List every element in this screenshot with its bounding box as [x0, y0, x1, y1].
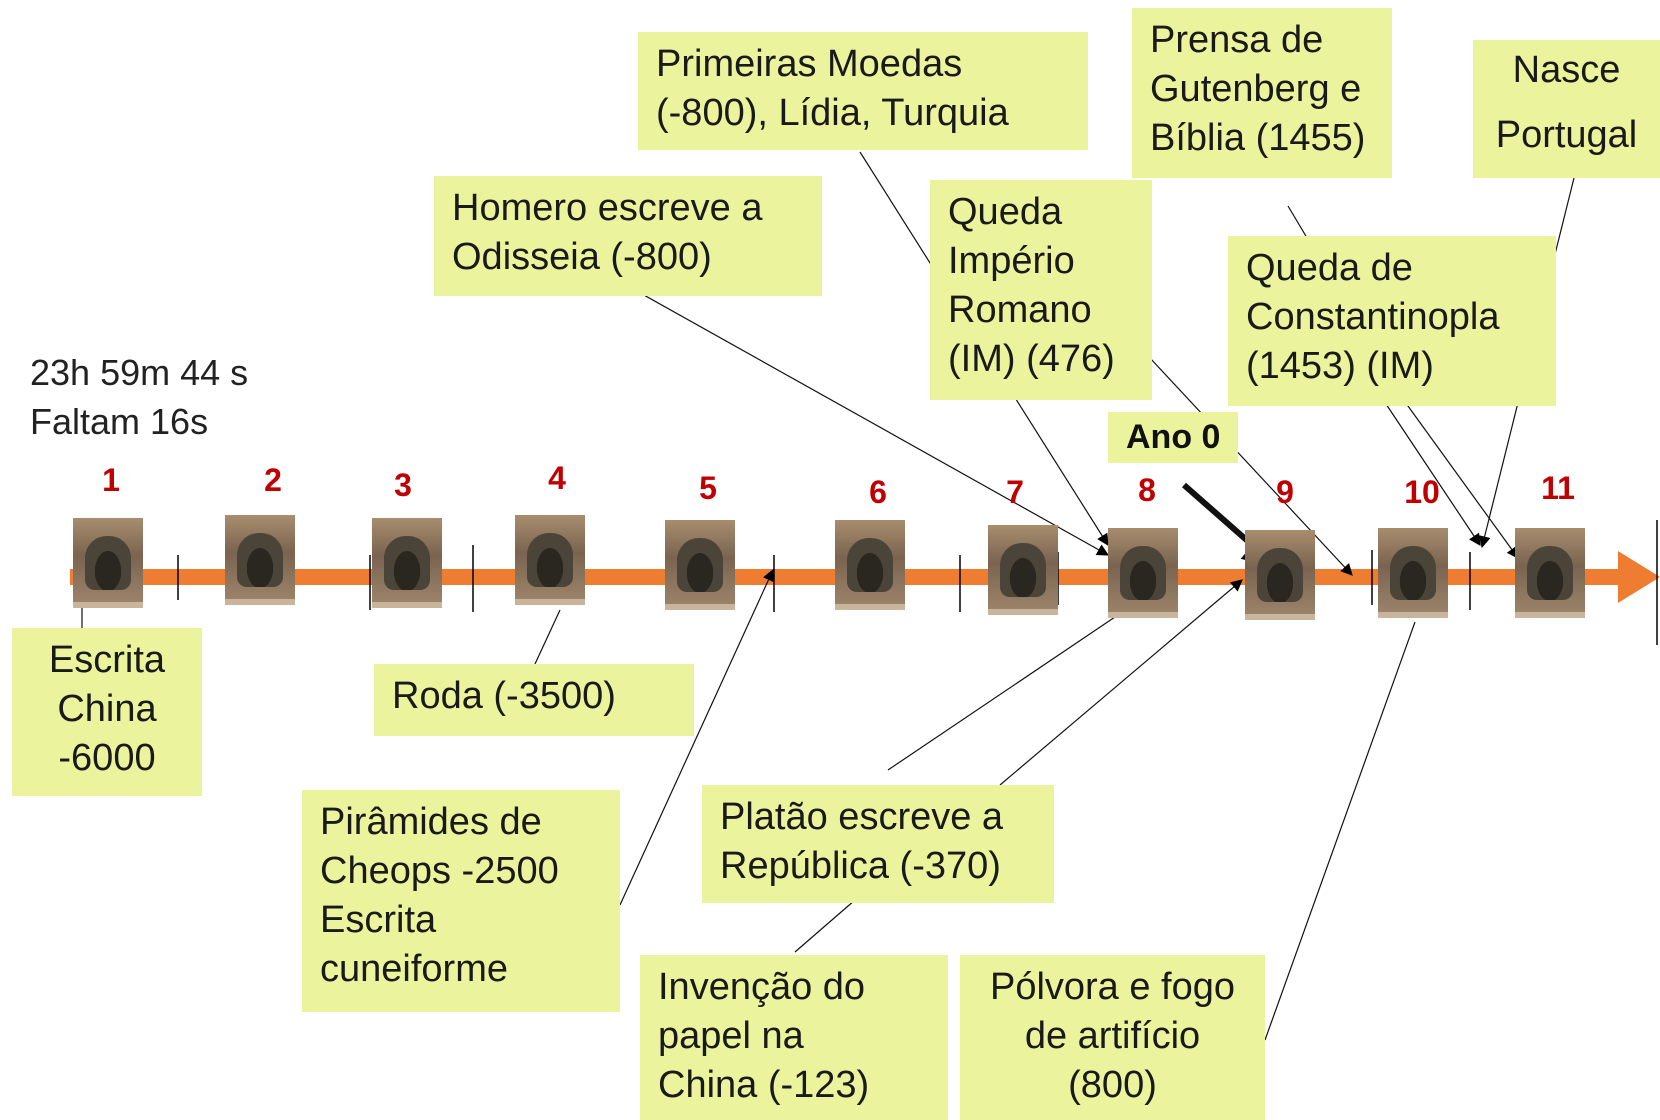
event-line: Cheops -2500: [320, 850, 559, 892]
event-line: China: [57, 688, 157, 730]
event-line: Pirâmides de: [320, 801, 542, 843]
clock-remaining: Faltam 16s: [30, 401, 209, 442]
event-line: Constantinopla: [1246, 296, 1500, 338]
clock-time: 23h 59m 44 s: [30, 352, 249, 393]
event-line: Queda: [948, 191, 1063, 233]
bell-image: [372, 518, 442, 608]
event-portugal: Nasce Portugal: [1473, 40, 1660, 178]
event-line: Gutenberg e: [1150, 68, 1362, 110]
timeline-ticks: [79, 520, 1658, 645]
marker-number: 6: [869, 474, 887, 510]
event-line: Odisseia (-800): [452, 236, 712, 278]
bell-icon: [237, 533, 283, 587]
event-homero: Homero escreve a Odisseia (-800): [434, 176, 822, 296]
bell-image: [988, 525, 1058, 615]
event-papel: Invenção do papel na China (-123): [640, 955, 948, 1120]
bell-icon: [384, 536, 430, 590]
bell-image: [1108, 528, 1178, 618]
event-line: Invenção do: [658, 966, 866, 1008]
bell-image: [665, 520, 735, 610]
event-queda-roma: Queda Império Romano (IM) (476): [930, 180, 1152, 400]
bell-icon: [1390, 546, 1436, 600]
event-line: Escrita: [48, 639, 166, 681]
event-line: de artifício: [1024, 1015, 1201, 1057]
event-line: (1453) (IM): [1246, 345, 1434, 387]
event-line: Homero escreve a: [452, 187, 763, 229]
year-zero-label: Ano 0: [1108, 412, 1239, 463]
event-line: Portugal: [1495, 114, 1638, 156]
bell-image: [73, 518, 143, 608]
event-polvora: Pólvora e fogo de artifício (800): [960, 955, 1265, 1120]
bell-icon: [677, 538, 723, 592]
event-line: cuneiforme: [320, 948, 508, 990]
event-escrita-china: Escrita China -6000: [12, 628, 202, 796]
bell-image: [1515, 528, 1585, 618]
marker-number: 10: [1404, 474, 1440, 510]
bell-icon: [527, 533, 573, 587]
bell-image: [515, 515, 585, 605]
event-line: Império: [948, 240, 1075, 282]
bell-icon: [847, 538, 893, 592]
event-line: -6000: [58, 737, 156, 779]
event-line: (800): [1068, 1064, 1157, 1106]
marker-number: 2: [264, 462, 282, 498]
event-constantinopla: Queda de Constantinopla (1453) (IM): [1228, 236, 1556, 406]
marker-number: 3: [394, 467, 412, 503]
event-line: papel na: [658, 1015, 804, 1057]
event-line: República (-370): [720, 845, 1001, 887]
bell-image: [835, 520, 905, 610]
event-moedas: Primeiras Moedas (-800), Lídia, Turquia: [638, 32, 1088, 150]
event-line: Bíblia (1455): [1150, 117, 1366, 159]
marker-number: 9: [1276, 474, 1294, 510]
event-line: Roda (-3500): [392, 675, 616, 717]
marker-number: 7: [1006, 474, 1024, 510]
marker-number: 1: [102, 462, 120, 498]
event-line: Romano: [948, 289, 1092, 331]
event-platao: Platão escreve a República (-370): [702, 785, 1054, 903]
marker-number: 8: [1138, 472, 1156, 508]
event-line: Escrita: [320, 899, 437, 941]
timeline-arrowhead: [1618, 551, 1660, 603]
bell-icon: [85, 536, 131, 590]
bell-image: [1245, 530, 1315, 620]
event-line: Nasce: [1512, 49, 1621, 91]
event-line: Platão escreve a: [720, 796, 1004, 838]
bell-icon: [1257, 548, 1303, 602]
event-line: Primeiras Moedas: [656, 43, 963, 85]
event-piramides: Pirâmides de Cheops -2500 Escrita cuneif…: [302, 790, 620, 1012]
bell-image: [225, 515, 295, 605]
marker-number: 5: [699, 470, 717, 506]
bell-image: [1378, 528, 1448, 618]
bell-icon: [1527, 546, 1573, 600]
event-line: Prensa de: [1150, 19, 1324, 61]
bell-icon: [1120, 546, 1166, 600]
marker-number: 11: [1541, 470, 1575, 506]
event-line: China (-123): [658, 1064, 870, 1106]
event-line: Pólvora e fogo: [989, 966, 1236, 1008]
event-line: (IM) (476): [948, 338, 1115, 380]
event-line: Queda de: [1246, 247, 1413, 289]
event-roda: Roda (-3500): [374, 664, 694, 736]
marker-number: 4: [548, 460, 566, 496]
event-gutenberg: Prensa de Gutenberg e Bíblia (1455): [1132, 8, 1392, 178]
event-line: (-800), Lídia, Turquia: [656, 92, 1009, 134]
bell-icon: [1000, 543, 1046, 597]
